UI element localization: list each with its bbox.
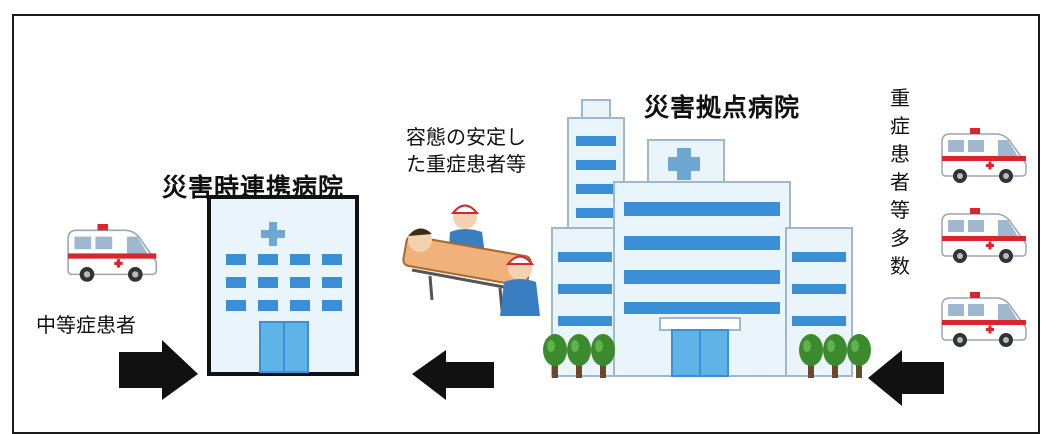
vertical-char: 重 [890, 86, 910, 110]
vertical-char: 症 [890, 114, 910, 138]
transfer-caption-line2: た重症患者等 [406, 152, 526, 176]
left-arrow-icon-middle [412, 350, 494, 400]
left-arrow-icon-right [868, 350, 944, 406]
vertical-char: 者 [890, 170, 910, 194]
vertical-char: 数 [890, 254, 910, 278]
vertical-char: 等 [890, 198, 910, 222]
transfer-caption: 容態の安定し た重症患者等 [406, 124, 526, 178]
vertical-char: 多 [890, 226, 910, 250]
moderate-patients-label: 中等症患者 [36, 313, 136, 337]
cooperation-hospital-title: 災害時連携病院 [162, 173, 345, 202]
stretcher-patient-icon [402, 204, 540, 316]
ambulance-icon-left [67, 223, 158, 283]
right-arrow-icon [119, 340, 198, 400]
hospital-building-icon-right [551, 99, 853, 377]
many-severe-patients-label: 重 症 患 者 等 多 数 [888, 84, 912, 280]
transfer-caption-line1: 容態の安定し [406, 125, 526, 149]
hospital-building-icon-left [207, 195, 359, 376]
diagram-illustration [67, 99, 1027, 406]
ambulance-icon-right [941, 127, 1027, 348]
vertical-char: 患 [890, 142, 910, 166]
base-hospital-title: 災害拠点病院 [644, 93, 801, 122]
